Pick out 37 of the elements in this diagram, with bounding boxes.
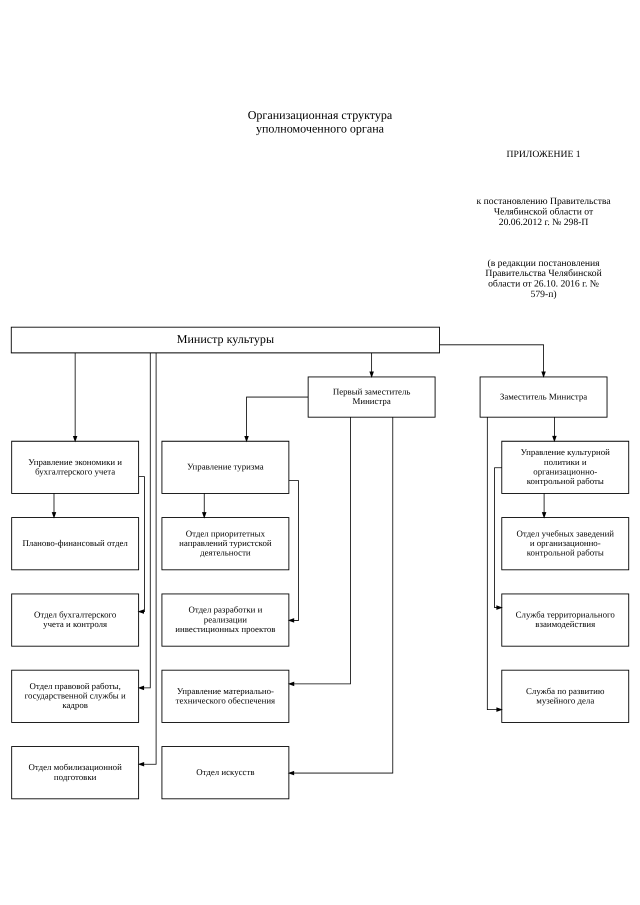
node-box: Планово-финансовый отдел bbox=[11, 517, 140, 570]
node-box: Отдел бухгалтерского учета и контроля bbox=[11, 593, 140, 647]
node-box: Служба территориального взаимодействия bbox=[501, 593, 630, 647]
label: к постановлению Правительства Челябинской области от 20.06.2012 г. № 298-П bbox=[476, 196, 611, 228]
arrow bbox=[138, 352, 156, 766]
arrow bbox=[486, 416, 503, 712]
arrow bbox=[494, 467, 503, 610]
node-box: Служба по развитию музейного дела bbox=[501, 670, 630, 723]
arrow bbox=[138, 476, 145, 614]
node-box: Министр культуры bbox=[10, 326, 440, 354]
node-box: Управление экономики и бухгалтерского учета bbox=[11, 440, 140, 494]
arrow bbox=[288, 416, 394, 776]
arrow bbox=[439, 344, 546, 378]
arrow bbox=[138, 352, 151, 690]
node-box: Отдел правовой работы, государственной службы и кадров bbox=[11, 670, 140, 723]
diagram-title: Организационная структура уполномоченного органа bbox=[248, 108, 392, 136]
node-box: Управление материально-технического обеспечения bbox=[161, 670, 290, 723]
node-box: Отдел разработки и реализации инвестиционных проектов bbox=[161, 593, 290, 647]
node-box: Управление туризма bbox=[161, 440, 290, 494]
arrow bbox=[288, 416, 351, 686]
arrow bbox=[72, 352, 78, 442]
node-box: Отдел искусств bbox=[161, 746, 290, 800]
node-box: Отдел мобилизационной подготовки bbox=[11, 746, 140, 800]
arrow bbox=[244, 396, 308, 442]
node-box: Отдел приоритетных направлений туристской деятельности bbox=[161, 517, 290, 570]
node-box: Управление культурной политики и организационно-контрольной работы bbox=[501, 440, 630, 494]
arrow bbox=[288, 480, 299, 623]
arrow bbox=[52, 493, 56, 519]
arrow bbox=[542, 493, 546, 519]
node-box: Отдел учебных заведений и организационно-контрольной работы bbox=[501, 517, 630, 570]
arrow bbox=[552, 417, 557, 442]
node-box: Заместитель Министра bbox=[480, 376, 608, 418]
node-box: Первый заместитель Министра bbox=[308, 376, 436, 418]
arrow bbox=[202, 493, 206, 519]
arrow bbox=[369, 352, 374, 378]
label: (в редакции постановления Правительства Челябинской области от 26.10. 2016 г. № 579-п) bbox=[485, 258, 602, 300]
label: ПРИЛОЖЕНИЕ 1 bbox=[506, 148, 581, 160]
